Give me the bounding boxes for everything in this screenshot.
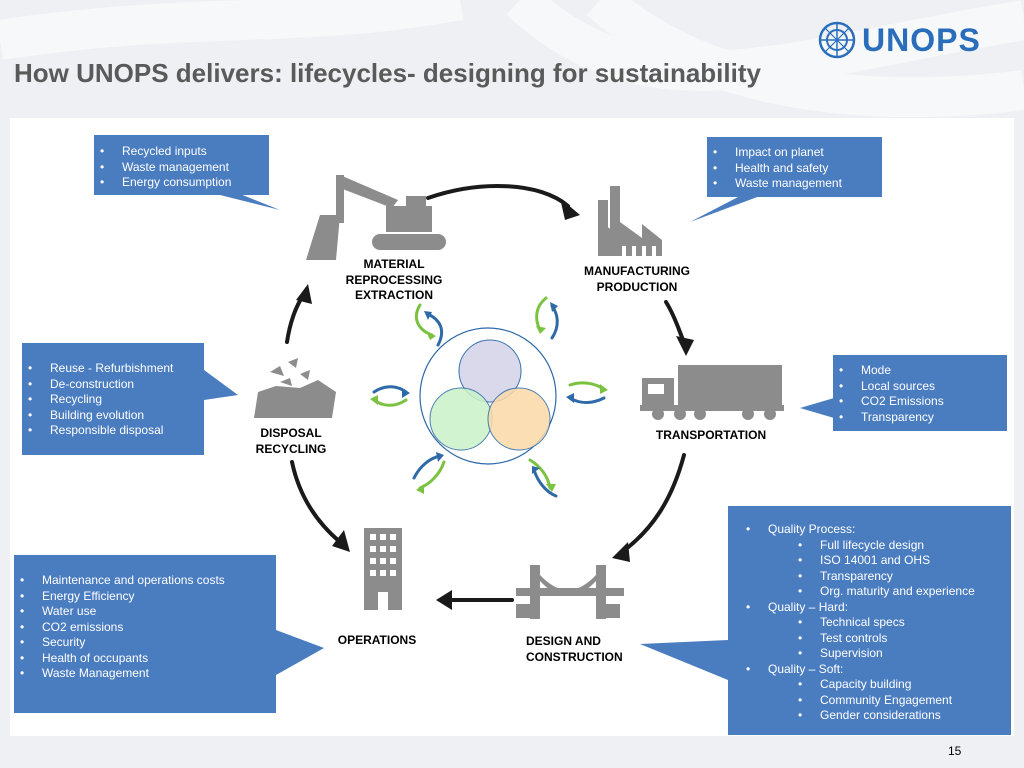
arrow-transportation-to-design: [620, 453, 686, 554]
exchange-arrowheads: [370, 302, 608, 494]
callout-extraction: Recycled inputs Waste management Energy …: [94, 135, 269, 195]
stage-label-transportation: TRANSPORTATION: [646, 428, 776, 444]
arrow-extraction-to-manufacturing: [426, 184, 570, 208]
callout-subitem: Technical specs: [740, 615, 1011, 631]
stage-label-manufacturing: MANUFACTURING PRODUCTION: [576, 264, 698, 295]
stage-label-line: CONSTRUCTION: [526, 649, 623, 664]
callout-item: Waste management: [94, 160, 269, 176]
stage-label-line: DISPOSAL: [260, 426, 322, 440]
stage-label-line: PRODUCTION: [596, 279, 678, 294]
callout-item: Waste Management: [14, 666, 276, 682]
callout-item: Impact on planet: [707, 145, 882, 161]
stage-label-line: RECYCLING: [255, 441, 327, 456]
callout-item: CO2 Emissions: [833, 394, 1007, 410]
stage-label-line: MATERIAL: [363, 257, 425, 271]
stage-label-disposal: DISPOSAL RECYCLING: [246, 426, 336, 457]
callout-item: Health and safety: [707, 161, 882, 177]
stage-label-design: DESIGN AND CONSTRUCTION: [526, 634, 636, 665]
callout-subitem: ISO 14001 and OHS: [740, 553, 1011, 569]
stage-label-line: REPROCESSING: [345, 272, 443, 287]
callout-item: Water use: [14, 604, 276, 620]
callout-item: Building evolution: [22, 408, 204, 424]
callout-tail-mid-right: [800, 398, 834, 418]
callout-design: Quality Process: Full lifecycle design I…: [728, 506, 1011, 735]
callout-subitem: Supervision: [740, 646, 1011, 662]
truck-icon: [640, 365, 784, 420]
callout-subitem: Transparency: [740, 569, 1011, 585]
page-title: How UNOPS delivers: lifecycles- designin…: [14, 58, 761, 88]
callout-item: Recycled inputs: [94, 144, 269, 160]
stage-label-line: EXTRACTION: [355, 288, 433, 302]
callout-item: Recycling: [22, 392, 204, 408]
excavator-icon: [306, 175, 446, 260]
stage-label-line: DESIGN AND: [526, 634, 601, 648]
callout-subitem: Full lifecycle design: [740, 538, 1011, 554]
page-number: 15: [948, 744, 962, 758]
callout-item: Security: [14, 635, 276, 651]
cycle-arrowheads: [296, 198, 694, 610]
arrow-disposal-to-operations: [290, 460, 342, 544]
callout-subitem: Community Engagement: [740, 693, 1011, 709]
callout-transportation: Mode Local sources CO2 Emissions Transpa…: [833, 355, 1007, 431]
stage-label-operations: OPERATIONS: [330, 633, 424, 649]
callout-item: Health of occupants: [14, 651, 276, 667]
callout-item: Energy Efficiency: [14, 589, 276, 605]
callout-item: Transparency: [833, 410, 1007, 426]
callout-subitem: Org. maturity and experience: [740, 584, 1011, 600]
building-icon: [364, 528, 402, 610]
stage-label-line: OPERATIONS: [337, 633, 417, 647]
unops-logo: UNOPS: [818, 20, 981, 60]
callout-heading: Quality – Hard:: [740, 600, 1011, 616]
venn-circle-top: [458, 339, 522, 403]
callout-operations: Maintenance and operations costs Energy …: [14, 555, 276, 713]
bridge-icon: [516, 565, 624, 619]
callout-tail-bottom-right: [640, 640, 728, 680]
factory-icon: [598, 186, 662, 256]
stage-label-line: TRANSPORTATION: [655, 428, 767, 442]
venn-circle-right: [487, 387, 551, 451]
callout-manufacturing: Impact on planet Health and safety Waste…: [707, 137, 882, 197]
callout-item: Responsible disposal: [22, 423, 204, 439]
arrow-manufacturing-to-transportation: [664, 300, 686, 344]
stage-label-line: MANUFACTURING: [584, 264, 690, 278]
callout-item: Energy consumption: [94, 175, 269, 191]
callout-tail-bottom-left: [276, 630, 324, 675]
callout-subitem: Capacity building: [740, 677, 1011, 693]
callout-item: Waste management: [707, 176, 882, 192]
callout-item: Local sources: [833, 379, 1007, 395]
callout-subitem: Test controls: [740, 631, 1011, 647]
callout-tail-top-right: [690, 196, 760, 222]
callout-item: Mode: [833, 363, 1007, 379]
stage-label-extraction: MATERIAL REPROCESSING EXTRACTION: [340, 257, 448, 304]
venn-circle-left: [429, 387, 493, 451]
callout-subitem: Gender considerations: [740, 708, 1011, 724]
rubble-icon: [254, 358, 336, 418]
callout-heading: Quality – Soft:: [740, 662, 1011, 678]
callout-tail-top-left: [200, 190, 280, 210]
callout-heading: Quality Process:: [740, 522, 1011, 538]
callout-item: CO2 emissions: [14, 620, 276, 636]
un-emblem-icon: [818, 21, 856, 59]
callout-tail-mid-left: [204, 370, 238, 400]
callout-item: Reuse - Refurbishment: [22, 361, 204, 377]
callout-item: De-construction: [22, 377, 204, 393]
cycle-arrows: [285, 184, 686, 602]
callout-disposal: Reuse - Refurbishment De-construction Re…: [22, 343, 204, 455]
logo-wordmark: UNOPS: [862, 21, 981, 58]
callout-item: Maintenance and operations costs: [14, 573, 276, 589]
